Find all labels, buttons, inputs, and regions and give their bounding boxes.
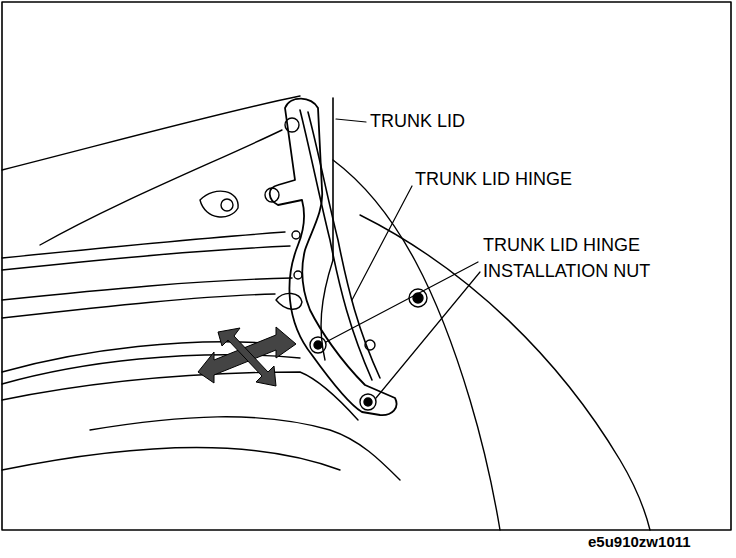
part-label: TRUNK LID HINGE — [413, 166, 574, 192]
installation-nut — [364, 398, 372, 406]
hinge-arm — [300, 110, 372, 380]
leader-line — [376, 272, 480, 398]
hinge-arm — [308, 112, 380, 378]
bolt — [265, 188, 279, 202]
leader-line — [352, 186, 412, 300]
body-line — [2, 232, 285, 258]
hinge-tab — [276, 293, 302, 309]
body-line — [2, 278, 292, 300]
body-hole — [200, 191, 238, 217]
installation-nut — [360, 394, 376, 410]
body-line — [90, 417, 400, 480]
part-label: TRUNK LID HINGE INSTALLATION NUT — [481, 232, 707, 284]
installation-nut — [310, 337, 326, 353]
hinge-hole — [294, 271, 302, 279]
body-line — [40, 130, 282, 245]
bolt — [409, 289, 427, 307]
body-line — [2, 372, 358, 420]
body-line — [2, 246, 290, 270]
leader-line — [336, 119, 366, 122]
installation-nut — [314, 341, 322, 349]
frame — [2, 2, 731, 530]
body-line — [2, 96, 300, 170]
body-line — [2, 448, 340, 471]
adjust-arrows — [198, 327, 296, 386]
part-label: TRUNK LID — [368, 108, 467, 134]
bolt — [413, 293, 423, 303]
body-hole — [221, 199, 233, 211]
hinge-hole — [365, 340, 375, 350]
trunk-lid-edge — [332, 98, 334, 260]
trunk-lid-hinge — [270, 99, 397, 415]
hinge-hole — [292, 231, 300, 239]
body-line — [2, 294, 275, 318]
bolt — [285, 118, 299, 132]
figure-code: e5u910zw1011 — [586, 531, 693, 553]
